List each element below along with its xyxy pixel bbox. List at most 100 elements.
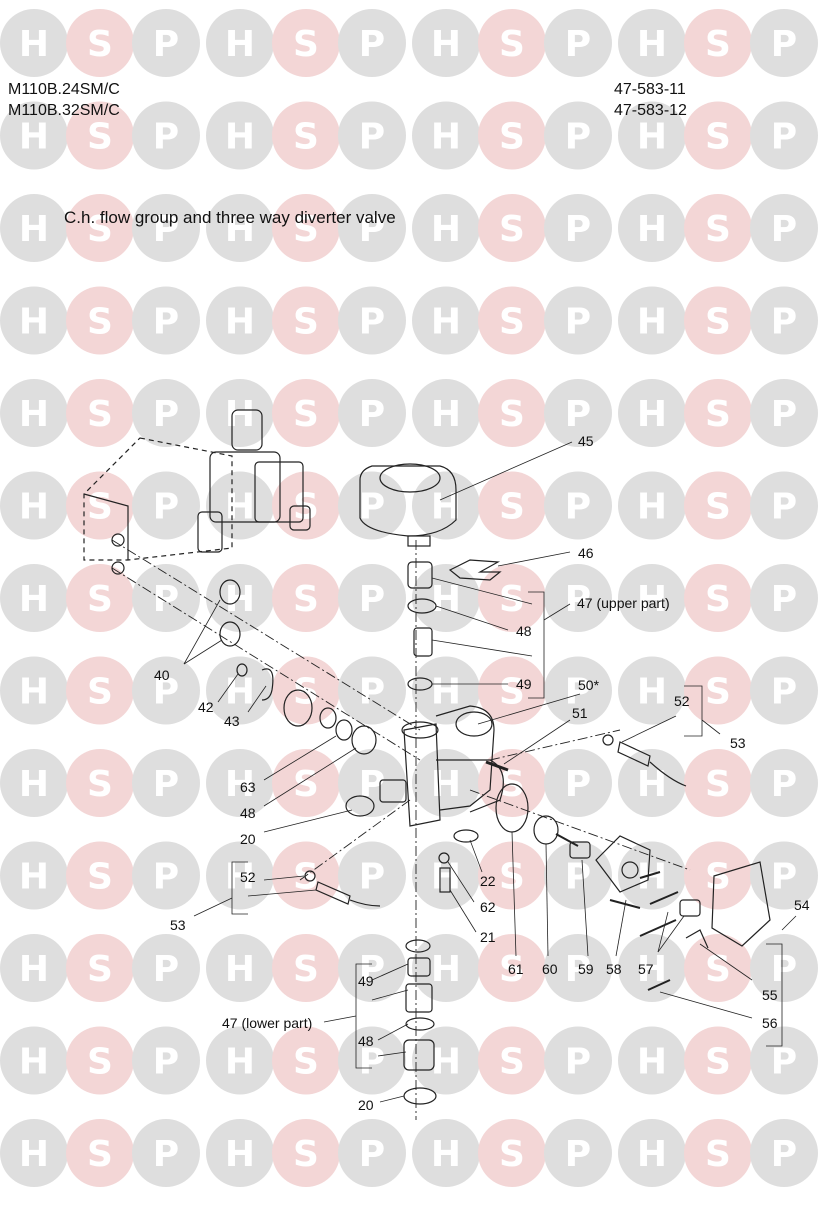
watermark-circle <box>618 9 686 77</box>
callout-48: 48 <box>516 623 532 639</box>
watermark-letter: S <box>499 394 525 435</box>
watermark-letter: H <box>225 579 255 620</box>
watermark-circle <box>206 841 274 910</box>
watermark-circle <box>412 841 480 910</box>
watermark-circle <box>412 101 480 170</box>
watermark-letter: H <box>225 209 255 250</box>
watermark-circle <box>618 286 686 355</box>
watermark-letter: P <box>359 302 385 343</box>
clip-46 <box>448 559 502 581</box>
watermark-letter: P <box>359 1134 385 1175</box>
watermark-circle <box>132 286 200 355</box>
watermark-circle <box>206 656 274 725</box>
watermark-letter: S <box>499 1134 525 1175</box>
watermark-circle <box>750 1119 818 1187</box>
watermark-circle <box>132 564 200 632</box>
watermark-letter: S <box>705 672 731 713</box>
watermark-letter: S <box>705 1134 731 1175</box>
watermark-letter: H <box>431 857 461 898</box>
watermark-circle <box>0 656 68 725</box>
watermark-circle <box>544 564 612 632</box>
watermark-circle <box>132 1026 200 1095</box>
watermark-letter: H <box>225 1134 255 1175</box>
sensor-cable-right <box>649 761 687 787</box>
watermark-letter: P <box>153 487 179 528</box>
watermark-circle <box>66 564 134 632</box>
watermark-letter: P <box>771 209 797 250</box>
watermark-letter: S <box>705 117 731 158</box>
watermark-circle <box>684 656 752 725</box>
watermark-circle <box>544 749 612 817</box>
watermark-letter: P <box>771 302 797 343</box>
watermark-letter: S <box>499 117 525 158</box>
clip-55 <box>685 929 709 949</box>
watermark-letter: H <box>19 487 49 528</box>
watermark-circle <box>0 1119 68 1187</box>
part-number-1: 47-583-11 <box>614 81 686 98</box>
watermark-circle <box>0 286 68 355</box>
watermark-circle <box>338 379 406 447</box>
watermark-circle <box>206 9 274 77</box>
watermark-circle <box>684 9 752 77</box>
watermark-letter: S <box>87 1042 113 1083</box>
watermark-circle <box>478 1119 546 1187</box>
watermark-circle <box>338 1026 406 1095</box>
watermark-letter: P <box>359 117 385 158</box>
callout-43: 43 <box>224 713 240 729</box>
oring-40b <box>219 621 241 647</box>
callout-45: 45 <box>578 433 594 449</box>
callout-21: 21 <box>480 929 496 945</box>
watermark-letter: H <box>225 672 255 713</box>
spring-lower <box>405 983 433 1013</box>
watermark-letter: P <box>153 117 179 158</box>
watermark-letter: S <box>293 1042 319 1083</box>
callout-49: 49 <box>358 973 374 989</box>
watermark-circle <box>132 194 200 262</box>
watermark-letter: P <box>153 24 179 65</box>
actuator-head-45 <box>359 463 457 547</box>
watermark-letter: P <box>153 302 179 343</box>
watermark-letter: H <box>19 579 49 620</box>
watermark-circle <box>206 1026 274 1095</box>
watermark-circle <box>618 1119 686 1187</box>
watermark-letter: H <box>19 302 49 343</box>
watermark-circle <box>750 286 818 355</box>
watermark-letter: P <box>153 1042 179 1083</box>
watermark-letter: H <box>431 949 461 990</box>
watermark-circle <box>478 194 546 262</box>
oring-48-upper <box>407 598 437 614</box>
oring-20-side <box>345 795 375 817</box>
callout-57: 57 <box>638 961 654 977</box>
callout-47-upper: 47 (upper part) <box>577 595 670 611</box>
watermark-circle <box>272 656 340 725</box>
watermark-circle <box>338 564 406 632</box>
watermark-circle <box>618 101 686 170</box>
watermark-circle <box>338 841 406 910</box>
callout-50: 50* <box>578 677 600 693</box>
watermark-letter: S <box>499 857 525 898</box>
watermark-circle <box>412 934 480 1002</box>
watermark-circle <box>684 1026 752 1095</box>
watermark-letter: P <box>565 949 591 990</box>
watermark-circle <box>132 934 200 1002</box>
watermark-circle <box>544 841 612 910</box>
watermark-letter: H <box>431 672 461 713</box>
watermark-circle <box>684 471 752 540</box>
watermark-circle <box>206 101 274 170</box>
callout-48: 48 <box>240 805 256 821</box>
watermark-letter: S <box>705 1042 731 1083</box>
callout-48: 48 <box>358 1033 374 1049</box>
motor-54 <box>711 861 771 947</box>
watermark-circle <box>684 101 752 170</box>
watermark-circle <box>412 194 480 262</box>
watermark-letter: S <box>705 487 731 528</box>
watermark-circle <box>478 9 546 77</box>
oring-49-upper <box>407 677 433 691</box>
watermark-letter: H <box>637 672 667 713</box>
watermark-letter: P <box>359 487 385 528</box>
watermark-circle <box>66 656 134 725</box>
watermark-letter: S <box>87 302 113 343</box>
watermark-circle <box>750 379 818 447</box>
watermark-circle <box>338 9 406 77</box>
